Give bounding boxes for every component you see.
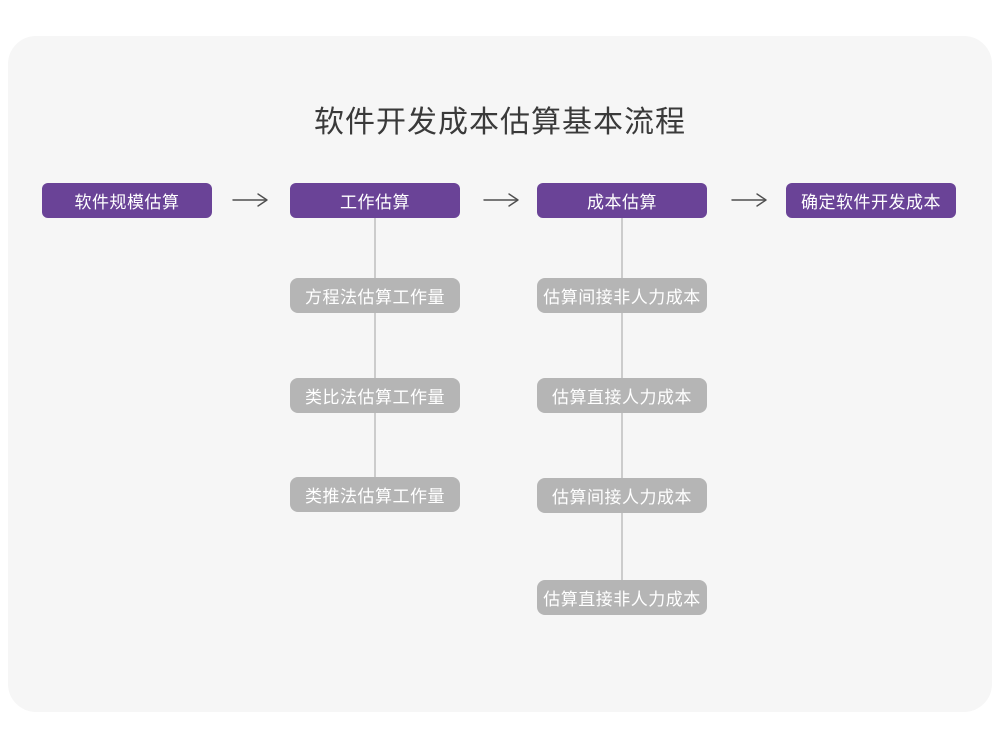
- sub-node-indirect-nonlabor-cost: 估算间接非人力成本: [537, 278, 707, 313]
- sub-node-direct-labor-cost: 估算直接人力成本: [537, 378, 707, 413]
- flow-node-determine-development-cost: 确定软件开发成本: [786, 183, 956, 218]
- page-title: 软件开发成本估算基本流程: [314, 106, 686, 139]
- sub-node-direct-nonlabor-cost: 估算直接非人力成本: [537, 580, 707, 615]
- sub-node-analogy-method: 类比法估算工作量: [290, 378, 460, 413]
- sub-node-equation-method: 方程法估算工作量: [290, 278, 460, 313]
- sub-node-extrapolation-method: 类推法估算工作量: [290, 477, 460, 512]
- right-arrow-icon: [232, 193, 268, 207]
- connector-line-work-column: [374, 218, 376, 480]
- flow-node-software-scale-estimation: 软件规模估算: [42, 183, 212, 218]
- sub-node-indirect-labor-cost: 估算间接人力成本: [537, 478, 707, 513]
- flowchart-card: [8, 36, 992, 712]
- right-arrow-icon: [483, 193, 519, 207]
- right-arrow-icon: [731, 193, 767, 207]
- flow-node-cost-estimation: 成本估算: [537, 183, 707, 218]
- flow-node-work-estimation: 工作估算: [290, 183, 460, 218]
